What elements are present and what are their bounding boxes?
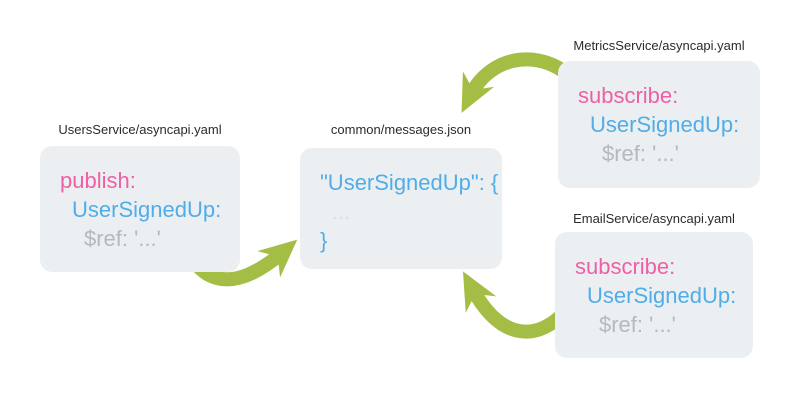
code-line-ref: $ref: '...'	[602, 141, 679, 166]
code-line-operation: subscribe:	[578, 83, 679, 108]
code-box-email-service: subscribe: UserSignedUp: $ref: '...'	[555, 232, 753, 358]
code-line-operation: publish:	[60, 168, 136, 193]
arrow-email-to-common	[462, 271, 568, 339]
code-line-ref: $ref: '...'	[84, 226, 161, 251]
file-label-common-messages: common/messages.json	[330, 122, 472, 137]
file-label-users-service: UsersService/asyncapi.yaml	[58, 122, 222, 137]
code-box-metrics-service: subscribe: UserSignedUp: $ref: '...'	[558, 61, 760, 188]
code-line-ref: $ref: '...'	[599, 312, 676, 337]
code-line-open-brace: "UserSignedUp": {	[320, 170, 499, 195]
code-line-close-brace: }	[320, 228, 328, 253]
code-box-users-service: publish: UserSignedUp: $ref: '...'	[40, 146, 240, 272]
file-label-email-service: EmailService/asyncapi.yaml	[573, 211, 735, 226]
code-line-message: UserSignedUp:	[587, 283, 737, 308]
code-line-operation: subscribe:	[575, 254, 676, 279]
code-box-common-messages: "UserSignedUp": { ... }	[300, 148, 502, 269]
file-label-metrics-service: MetricsService/asyncapi.yaml	[573, 38, 745, 53]
code-line-message: UserSignedUp:	[590, 112, 740, 137]
code-line-message: UserSignedUp:	[72, 197, 222, 222]
code-line-body-ellipsis: ...	[332, 199, 351, 224]
